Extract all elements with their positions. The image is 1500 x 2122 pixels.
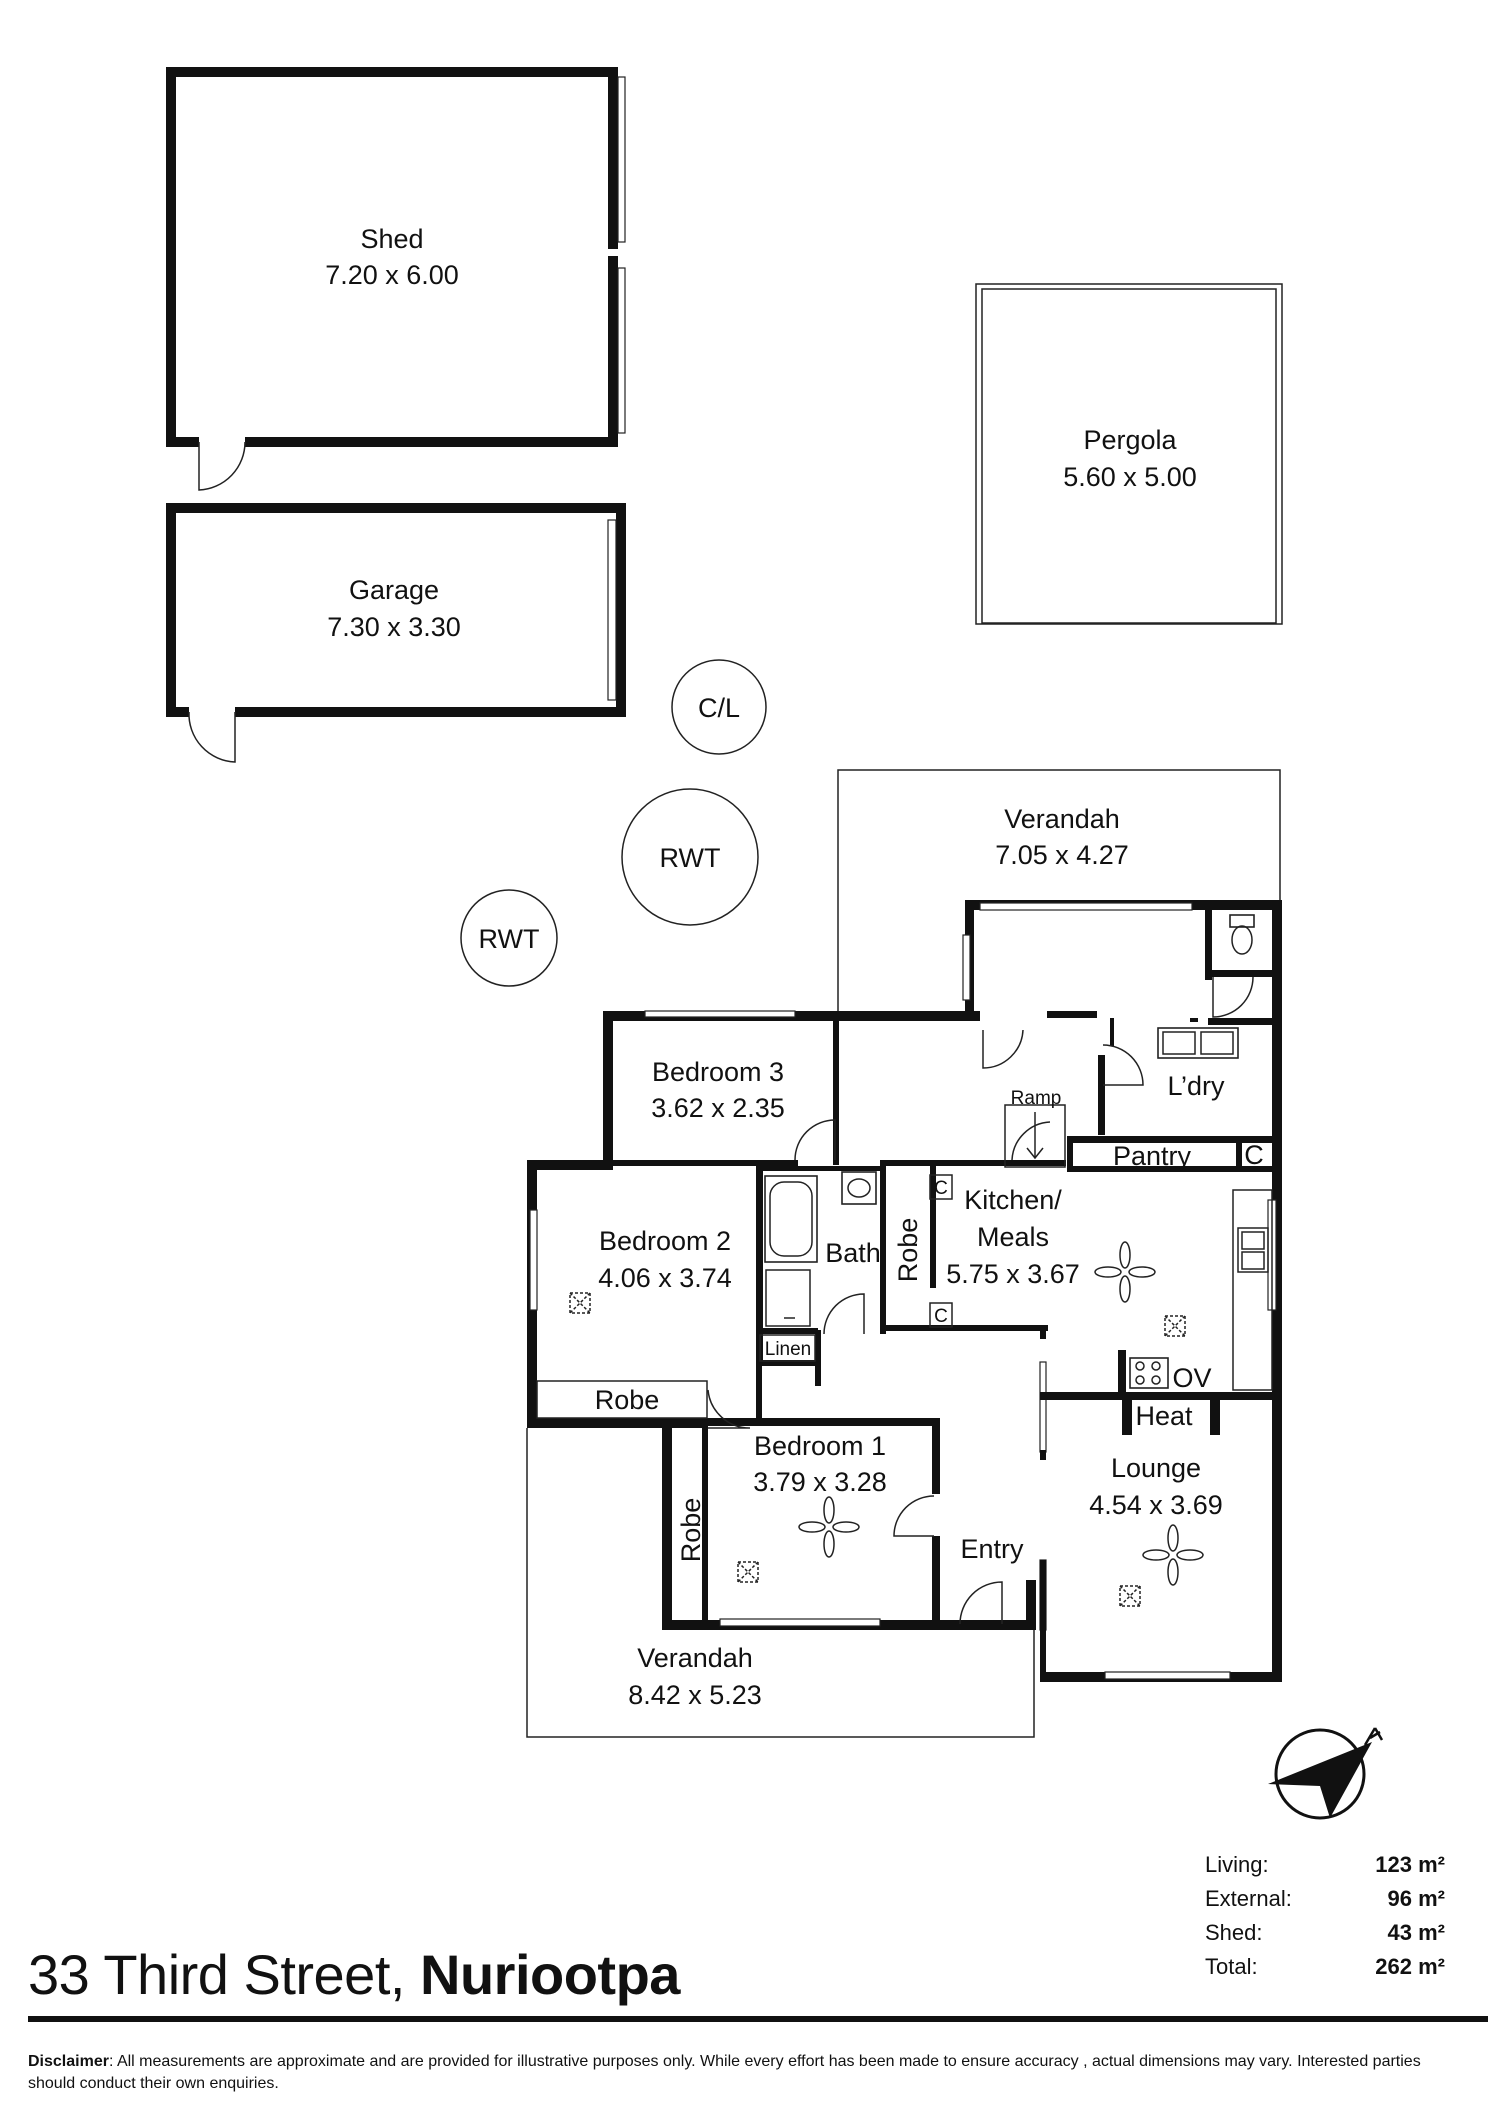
linen-label: Linen [765,1339,812,1360]
lounge-dimensions: 4.54 x 3.69 [1089,1490,1223,1520]
robe-label: Robe [676,1498,706,1563]
door-swings [707,976,1254,1625]
pantry-label: Pantry [1113,1141,1192,1171]
clothesline-label: C/L [698,693,740,723]
ramp-arrow-icon [1026,1112,1044,1160]
entry-label: Entry [960,1534,1024,1564]
oven-label: OV [1172,1363,1211,1393]
robe-label: Robe [893,1218,923,1283]
area-row: Shed: 43 m² [1205,1916,1445,1950]
pergola: Pergola 5.60 x 5.00 [975,283,1283,625]
area-row: External: 96 m² [1205,1882,1445,1916]
garage: Garage 7.30 x 3.30 [166,503,626,763]
bathtub-icon [764,1175,818,1263]
bedroom-2-label: Bedroom 2 [599,1226,731,1256]
area-summary: Living: 123 m² External: 96 m² Shed: 43 … [1205,1848,1445,1984]
area-row: Total: 262 m² [1205,1950,1445,1984]
front-verandah-dimensions: 8.42 x 5.23 [628,1680,762,1710]
ceiling-fan-icon [798,1496,860,1558]
floor-plan: Shed 7.20 x 6.00 Garage 7.30 x 3.30 Perg… [166,67,1384,1820]
bedroom-2-dimensions: 4.06 x 3.74 [598,1263,732,1293]
disclaimer-label: Disclaimer [28,2053,109,2070]
ceiling-fan-icon [1142,1524,1204,1586]
rainwater-tank-1: RWT [621,788,759,926]
area-value: 96 m² [1387,1886,1445,1911]
bedroom-3-label: Bedroom 3 [652,1057,784,1087]
street-address: 33 Third Street, [28,1943,421,2006]
area-value: 262 m² [1375,1954,1445,1979]
front-verandah: Verandah 8.42 x 5.23 [526,1428,1035,1738]
disclaimer-text: : All measurements are approximate and a… [28,2053,1421,2092]
area-label: Total: [1205,1954,1258,1979]
laundry-tubs-icon [1157,1027,1239,1059]
north-arrow-icon [1268,1727,1384,1820]
rear-verandah-dimensions: 7.05 x 4.27 [995,840,1129,870]
cupboard-c-label: C [934,1178,948,1199]
area-row: Living: 123 m² [1205,1848,1445,1882]
skylight-icon [737,1561,759,1583]
area-value: 43 m² [1387,1920,1445,1945]
laundry-label: L’dry [1167,1071,1225,1101]
lounge-label: Lounge [1111,1453,1201,1483]
heater-label: Heat [1135,1401,1193,1431]
garage-dimensions: 7.30 x 3.30 [327,612,461,642]
property-address: 33 Third Street, Nuriootpa [28,1942,680,2007]
garage-label: Garage [349,575,439,605]
bedroom-1-label: Bedroom 1 [754,1431,886,1461]
bedroom-1-dimensions: 3.79 x 3.28 [753,1467,887,1497]
shed: Shed 7.20 x 6.00 [166,67,626,491]
kitchen-label: Kitchen/ [964,1185,1062,1215]
pergola-label: Pergola [1083,425,1177,455]
pergola-dimensions: 5.60 x 5.00 [1063,462,1197,492]
area-label: Shed: [1205,1920,1263,1945]
skylight-icon [569,1292,591,1314]
kitchen-meals-dimensions: 5.75 x 3.67 [946,1259,1080,1289]
divider [28,2016,1488,2022]
ceiling-fan-icon [1094,1241,1156,1303]
shed-dimensions: 7.20 x 6.00 [325,260,459,290]
shower-icon [765,1269,811,1327]
disclaimer: Disclaimer: All measurements are approxi… [28,2051,1468,2095]
area-label: Living: [1205,1852,1269,1877]
cupboard-c-label: C [934,1306,948,1327]
ramp-label: Ramp [1011,1088,1062,1109]
toilet-icon [1229,914,1255,955]
rear-verandah: Verandah 7.05 x 4.27 [837,769,1281,1016]
area-value: 123 m² [1375,1852,1445,1877]
bath-label: Bath [825,1238,881,1268]
robe-label: Robe [595,1385,660,1415]
skylight-icon [1119,1585,1141,1607]
cupboard-c-label: C [1244,1140,1264,1170]
basin-icon [841,1171,877,1205]
rwt-label-2: RWT [479,924,540,954]
suburb-name: Nuriootpa [420,1943,680,2006]
front-verandah-label: Verandah [637,1643,753,1673]
meals-label: Meals [977,1222,1049,1252]
bedroom-3-dimensions: 3.62 x 2.35 [651,1093,785,1123]
area-label: External: [1205,1886,1292,1911]
kitchen-sink-icon [1237,1227,1269,1273]
clothesline: C/L [671,659,767,755]
rear-verandah-label: Verandah [1004,804,1120,834]
house-walls [527,900,1282,1682]
rwt-label-1: RWT [660,843,721,873]
rainwater-tank-2: RWT [460,889,558,987]
skylight-icon [1164,1315,1186,1337]
shed-label: Shed [360,224,423,254]
